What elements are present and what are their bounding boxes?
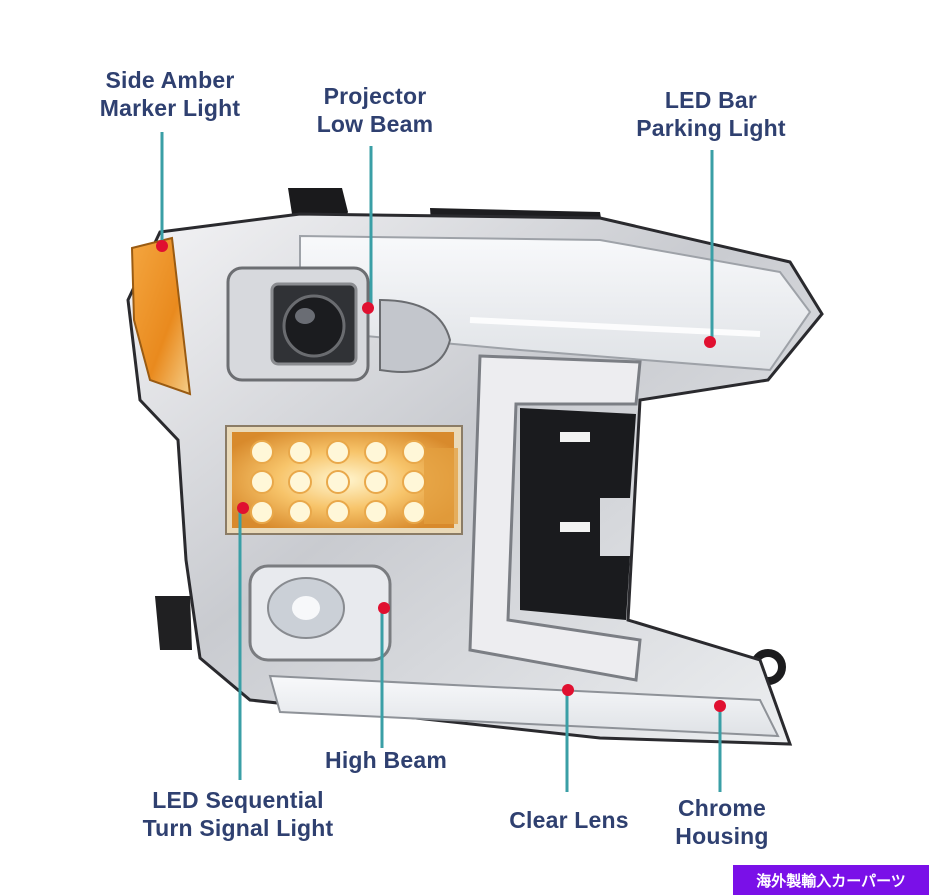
- label-led-bar-parking: LED Bar Parking Light: [636, 87, 786, 141]
- label-led-sequential-turn: LED Sequential Turn Signal Light: [142, 787, 334, 841]
- label-chrome-housing: Chrome Housing: [675, 795, 769, 849]
- amber-marker: [130, 236, 192, 396]
- label-side-amber-marker: Side Amber Marker Light: [99, 67, 241, 121]
- marker-dots: [156, 240, 726, 712]
- connector-block: [520, 408, 636, 620]
- projector-assembly: [226, 266, 452, 382]
- high-beam-reflector: [248, 564, 392, 662]
- c-bar: [468, 354, 642, 682]
- led-turn-panel: [225, 425, 463, 535]
- label-high-beam: High Beam: [325, 747, 447, 773]
- label-clear-lens: Clear Lens: [509, 807, 629, 833]
- leader-lines: [160, 132, 722, 792]
- label-projector-low-beam: Projector Low Beam: [316, 83, 434, 137]
- watermark-badge: 海外製輸入カーパーツ: [733, 865, 929, 895]
